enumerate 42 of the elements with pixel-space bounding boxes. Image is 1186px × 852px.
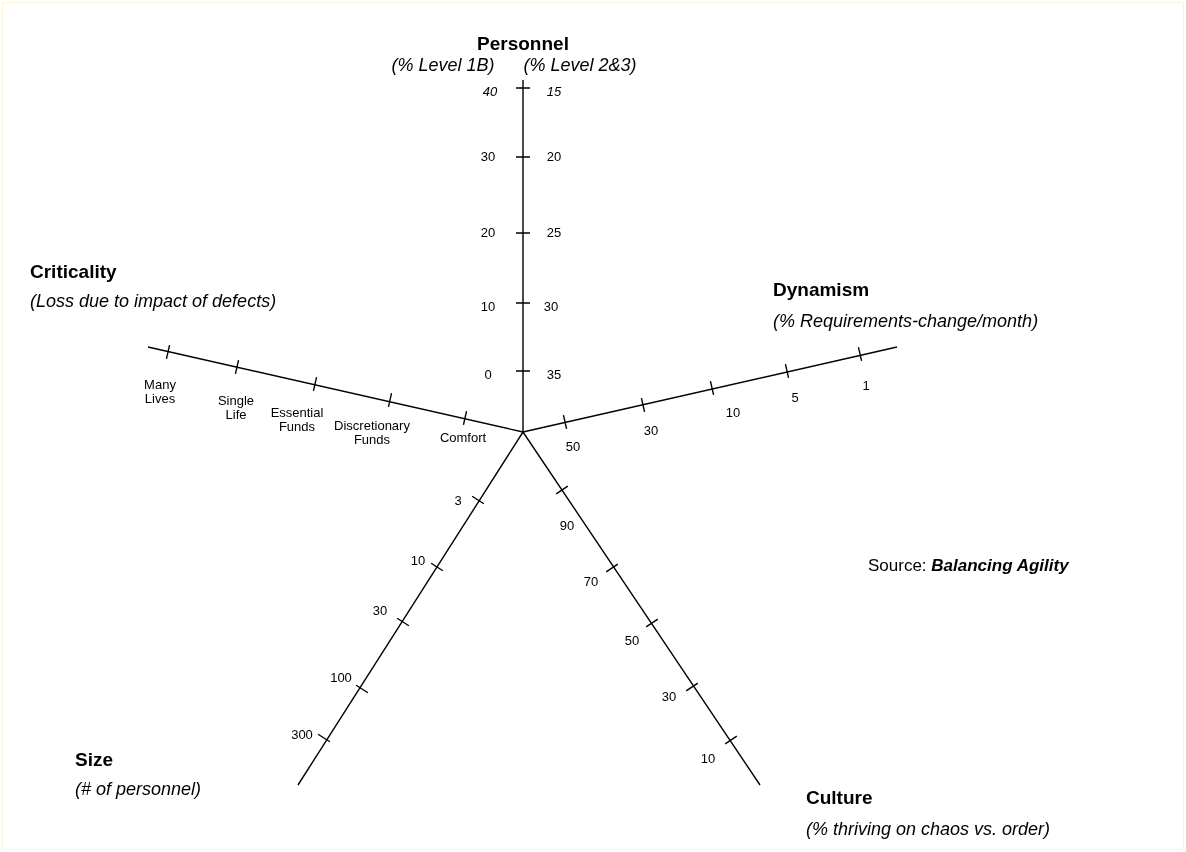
tick-label: 10 (725, 405, 741, 421)
source-note: Source: Balancing Agility (868, 556, 1069, 576)
tick-label: 90 (559, 518, 575, 534)
tick-label: 35 (546, 367, 562, 383)
tick-label: 20 (546, 149, 562, 165)
tick-label: Discretionary Funds (333, 418, 411, 448)
tick-label: 10 (480, 299, 496, 315)
tick-label: 30 (543, 299, 559, 315)
axis-title: Criticality (30, 261, 117, 283)
tick-label: 100 (330, 670, 352, 686)
axis-subtitle: (Loss due to impact of defects) (30, 292, 277, 312)
tick-label: 30 (480, 149, 496, 165)
tick-label: 30 (661, 689, 677, 705)
tick-label: 10 (700, 751, 716, 767)
tick-label: 30 (372, 603, 388, 619)
axis-subtitle: (% Requirements-change/month) (773, 312, 1039, 332)
axis-subtitle: (% Level 2&3) (523, 56, 637, 76)
tick-label: Essential Funds (269, 405, 325, 435)
tick-label: Comfort (439, 430, 487, 446)
tick-label: 0 (484, 367, 492, 383)
tick-label: 20 (480, 225, 496, 241)
tick-label: 300 (291, 727, 313, 743)
tick-label: Single Life (216, 393, 256, 423)
tick-label: 3 (454, 493, 462, 509)
axis-title: Personnel (477, 33, 569, 55)
tick-label: 70 (583, 574, 599, 590)
tick-label: Many Lives (143, 377, 177, 407)
axis-subtitle: (% Level 1B) (391, 56, 495, 76)
axis-title: Dynamism (773, 279, 870, 301)
axis-subtitle: (% thriving on chaos vs. order) (806, 820, 1051, 840)
tick-label: 50 (565, 439, 581, 455)
tick-label: 5 (791, 390, 799, 406)
tick-label: 1 (862, 378, 870, 394)
axis-subtitle: (# of personnel) (75, 780, 202, 800)
axis-title: Culture (806, 787, 873, 809)
tick-label: 15 (546, 84, 562, 100)
axis-title: Size (75, 749, 114, 771)
tick-label: 25 (546, 225, 562, 241)
tick-label: 30 (643, 423, 659, 439)
tick-label: 50 (624, 633, 640, 649)
tick-label: 10 (410, 553, 426, 569)
tick-label: 40 (482, 84, 498, 100)
